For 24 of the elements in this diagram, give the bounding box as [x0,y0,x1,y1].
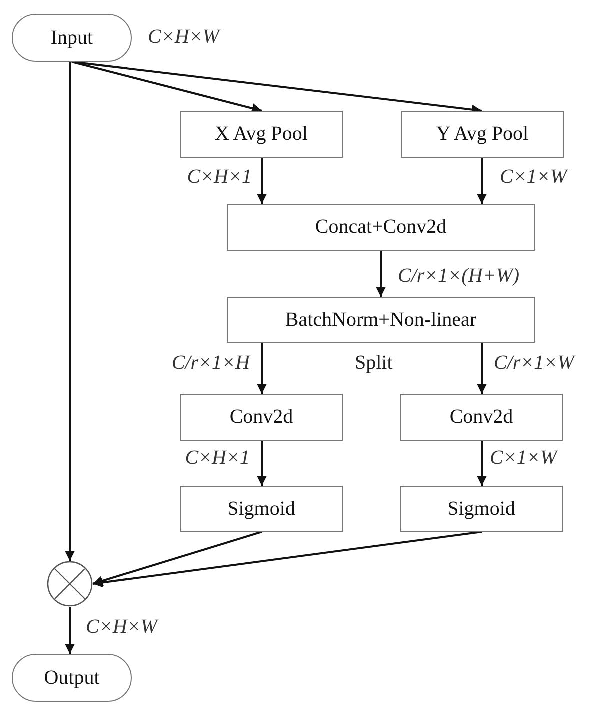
arrow [65,607,75,654]
arrow [477,158,487,204]
process-box: Sigmoid [400,486,563,532]
arrow [65,62,75,561]
process-box: Conv2d [400,394,563,441]
process-box: Concat+Conv2d [227,204,535,251]
arrow [92,531,262,586]
terminal-box: Input [12,14,132,62]
arrow [376,251,386,297]
arrow [257,343,267,394]
process-box: Conv2d [180,394,343,441]
process-box: Sigmoid [180,486,343,532]
split-label: Split [355,352,393,374]
terminal-box: Output [12,654,132,702]
arrow [257,158,267,204]
arrow [477,343,487,394]
process-box: Y Avg Pool [401,111,564,158]
edge-label: C/r×1×(H+W) [398,265,520,287]
arrow [477,441,487,486]
arrow [257,441,267,486]
process-box: X Avg Pool [180,111,343,158]
process-box: BatchNorm+Non-linear [227,297,535,343]
arrow [72,61,262,114]
arrow [92,531,482,588]
